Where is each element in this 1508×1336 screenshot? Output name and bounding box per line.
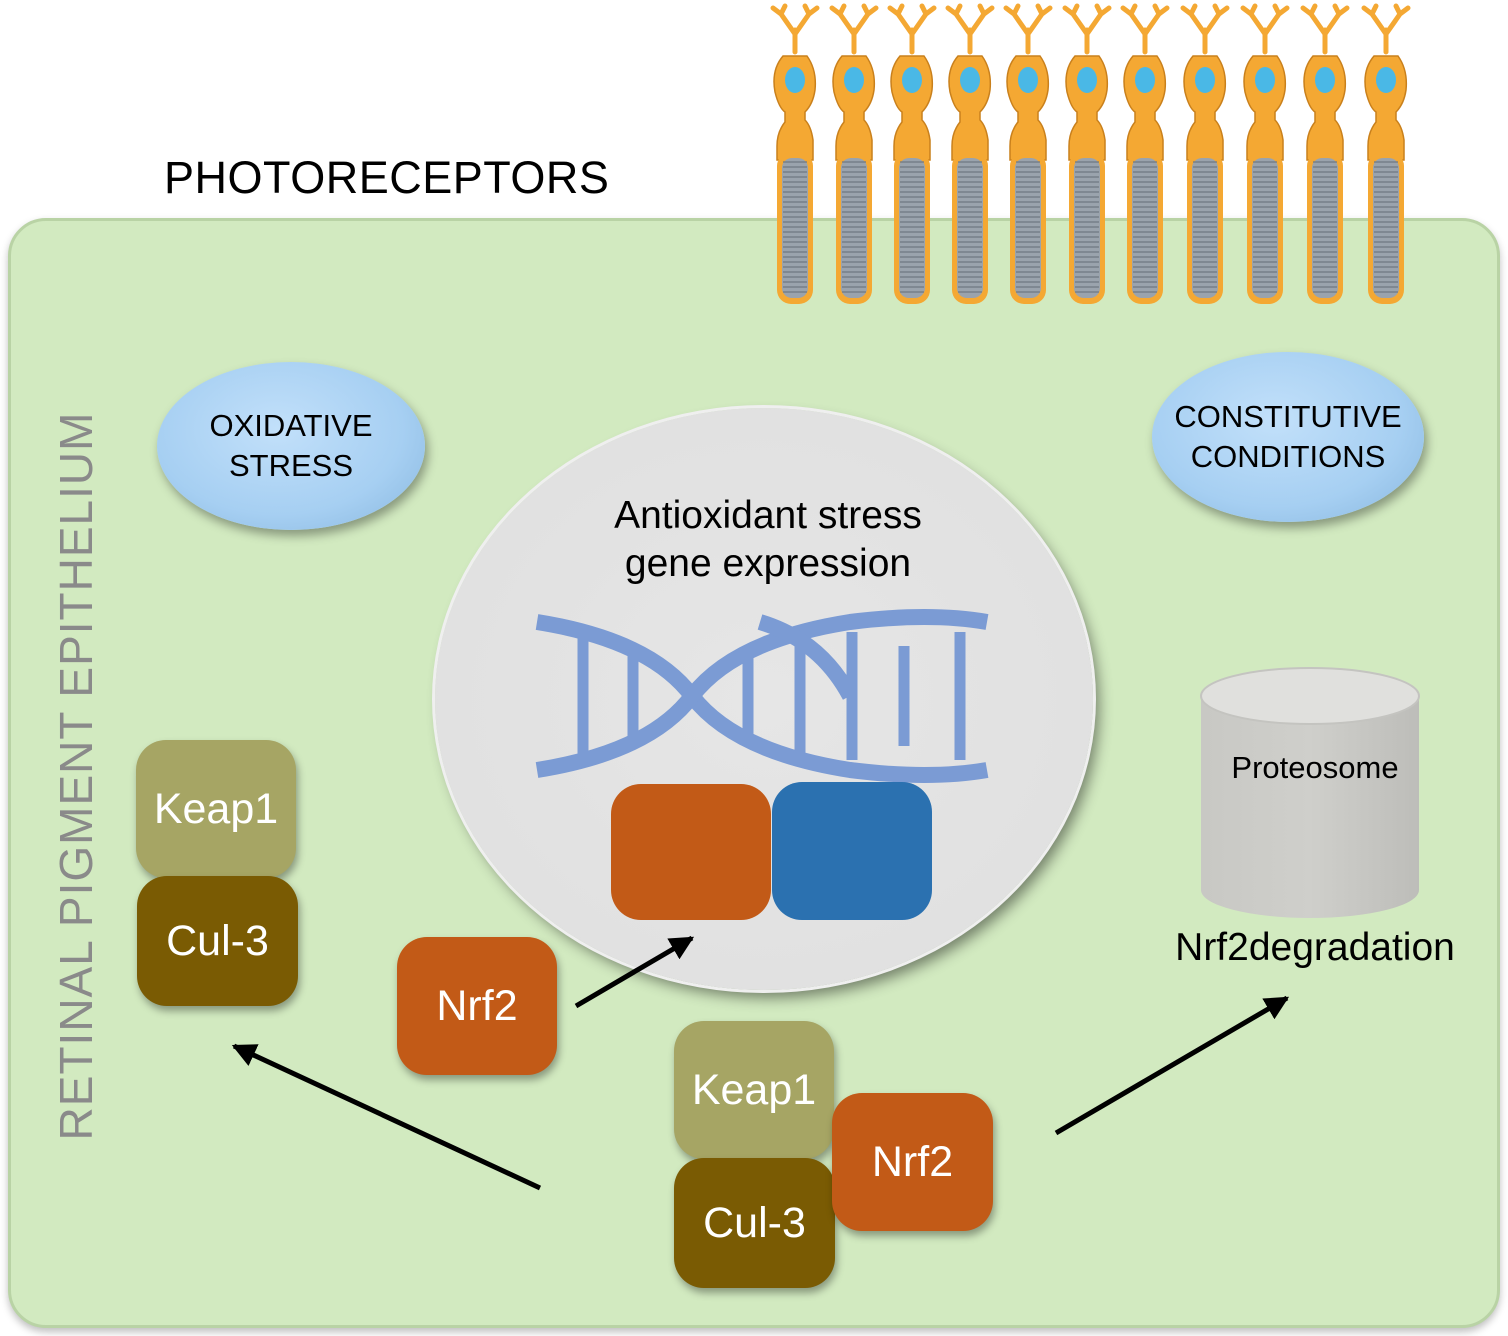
nrf2-box-free: Nrf2 <box>397 937 557 1075</box>
photoreceptor-cell-icon <box>1180 3 1230 304</box>
nrf2-box-complex: Nrf2 <box>832 1093 993 1231</box>
nucleus-title-line2: gene expression <box>624 542 912 585</box>
arrow-to-keap1-cul3 <box>231 1043 542 1191</box>
cul3-box-complex: Cul-3 <box>674 1158 835 1288</box>
photoreceptor-cell-icon <box>887 3 937 304</box>
photoreceptor-cell-icon <box>1361 3 1411 304</box>
cul3-box-left: Cul-3 <box>137 876 298 1006</box>
constitutive-line2: CONDITIONS <box>1190 439 1386 474</box>
oxidative-stress-ellipse: OXIDATIVE STRESS <box>157 362 425 530</box>
oxidative-stress-line2: STRESS <box>228 448 354 483</box>
photoreceptor-cell-icon <box>829 3 879 304</box>
photoreceptors-label: PHOTORECEPTORS <box>164 152 610 203</box>
photoreceptor-cell-icon <box>1300 3 1350 304</box>
proteosome-label: Proteosome <box>1231 750 1399 785</box>
photoreceptor-cell-icon <box>945 3 995 304</box>
photoreceptor-cell-icon <box>1120 3 1170 304</box>
photoreceptor-cells <box>770 3 1411 304</box>
photoreceptor-cell-icon <box>770 3 820 304</box>
nrf2-bound-square <box>611 784 771 920</box>
nucleus-title-line1: Antioxidant stress <box>614 494 922 537</box>
keap1-box-left: Keap1 <box>136 740 296 878</box>
partner-protein-square <box>772 782 932 920</box>
arrow-nrf2-to-nucleus <box>574 935 695 1009</box>
photoreceptor-cell-icon <box>1062 3 1112 304</box>
constitutive-line1: CONSTITUTIVE <box>1174 399 1402 434</box>
keap1-box-complex: Keap1 <box>674 1021 834 1159</box>
photoreceptor-cell-icon <box>1003 3 1053 304</box>
nucleus-title: Antioxidant stress gene expression <box>570 492 966 588</box>
oxidative-stress-line1: OXIDATIVE <box>209 408 373 443</box>
arrow-to-degradation <box>1054 995 1290 1136</box>
constitutive-conditions-ellipse: CONSTITUTIVE CONDITIONS <box>1152 352 1424 522</box>
photoreceptor-cell-icon <box>1240 3 1290 304</box>
nrf2-degradation-label: Nrf2degradation <box>1175 926 1455 969</box>
